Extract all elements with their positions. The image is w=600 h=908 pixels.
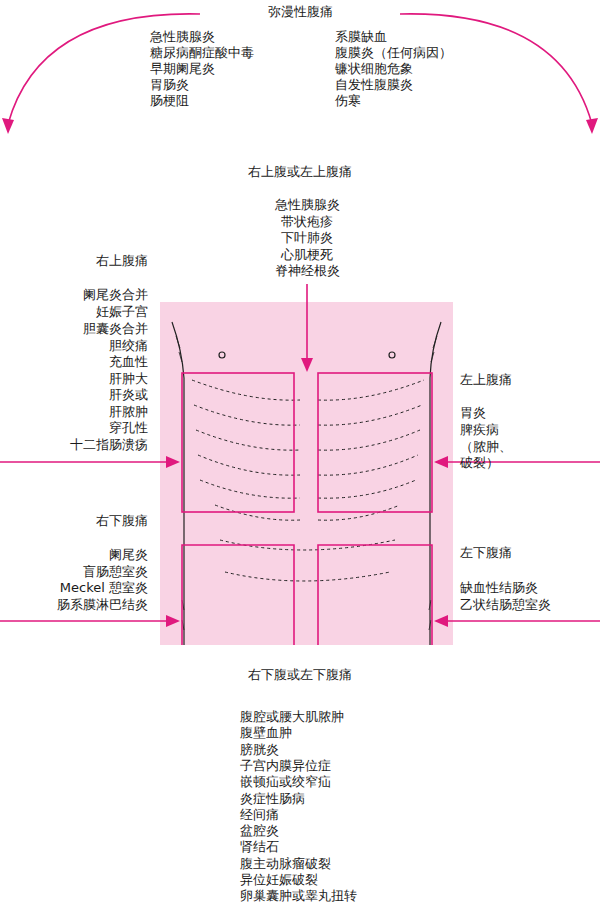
label-text: 阑尾炎	[109, 547, 148, 564]
label-text: 卵巢囊肿或睾丸扭转	[240, 888, 357, 905]
label-text: 盆腔炎	[240, 823, 279, 840]
label-text: 肠梗阻	[150, 93, 189, 110]
label-text: 早期阑尾炎	[150, 61, 215, 78]
label-text: 镰状细胞危象	[335, 61, 413, 78]
label-text: 子宫内膜异位症	[240, 758, 331, 775]
label-text: 胃肠炎	[150, 77, 189, 94]
label-text: 腹壁血肿	[240, 725, 292, 742]
label-text: 腹主动脉瘤破裂	[240, 856, 331, 873]
label-text: 嵌顿疝或绞窄疝	[240, 774, 331, 791]
label-text: 肝炎或 肝脓肿	[109, 387, 148, 420]
label-text: 炎症性肠病	[240, 791, 305, 808]
label-text: 右上腹或左上腹痛	[248, 164, 352, 181]
label-text: 脾疾病 （脓肿、破裂）	[460, 422, 512, 472]
label-text: 自发性腹膜炎	[335, 77, 413, 94]
label-text: 脊神经根炎	[275, 263, 340, 280]
label-text: 左上腹痛	[460, 372, 512, 389]
torso-outline	[172, 322, 441, 645]
label-text: 左下腹痛	[460, 545, 512, 562]
label-text: 异位妊娠破裂	[240, 872, 318, 889]
label-text: 乙状结肠憩室炎	[460, 597, 551, 614]
label-text: 伤寒	[335, 93, 361, 110]
label-text: 肾结石	[240, 839, 279, 856]
label-text: 膀胱炎	[240, 742, 279, 759]
label-text: 缺血性结肠炎	[460, 580, 538, 597]
label-text: 盲肠憩室炎	[83, 564, 148, 581]
label-text: 系膜缺血	[335, 29, 387, 46]
label-text: 穿孔性 十二指肠溃疡	[70, 420, 148, 453]
label-text: 胆囊炎合并 胆绞痛	[83, 321, 148, 354]
label-text: 胃炎	[460, 405, 486, 422]
label-text: 阑尾炎合并 妊娠子宫	[83, 287, 148, 320]
label-text: 急性胰腺炎	[150, 29, 215, 46]
label-text: 经间痛	[240, 807, 279, 824]
label-text: 右下腹痛	[96, 513, 148, 530]
label-text: 带状疱疹	[281, 214, 333, 231]
label-text: 心肌梗死	[281, 247, 333, 264]
label-text: 右下腹或左下腹痛	[248, 667, 352, 684]
label-text: 糖尿病酮症酸中毒	[150, 45, 254, 62]
arrow-heads	[2, 118, 598, 627]
label-text: 右上腹痛	[96, 253, 148, 270]
label-text: 肠系膜淋巴结炎	[57, 597, 148, 614]
rib-lines	[192, 380, 424, 581]
label-text: 腹腔或腰大肌脓肿	[240, 709, 344, 726]
label-text: 腹膜炎（任何病因）	[335, 45, 452, 62]
label-text: 下叶肺炎	[281, 230, 333, 247]
label-text: 弥漫性腹痛	[268, 4, 333, 21]
label-text: Meckel 憩室炎	[60, 580, 148, 597]
arrow-lines	[0, 14, 600, 621]
quadrant-outlines	[182, 373, 432, 645]
label-text: 急性胰腺炎	[275, 197, 340, 214]
label-text: 充血性 肝肿大	[109, 354, 148, 387]
